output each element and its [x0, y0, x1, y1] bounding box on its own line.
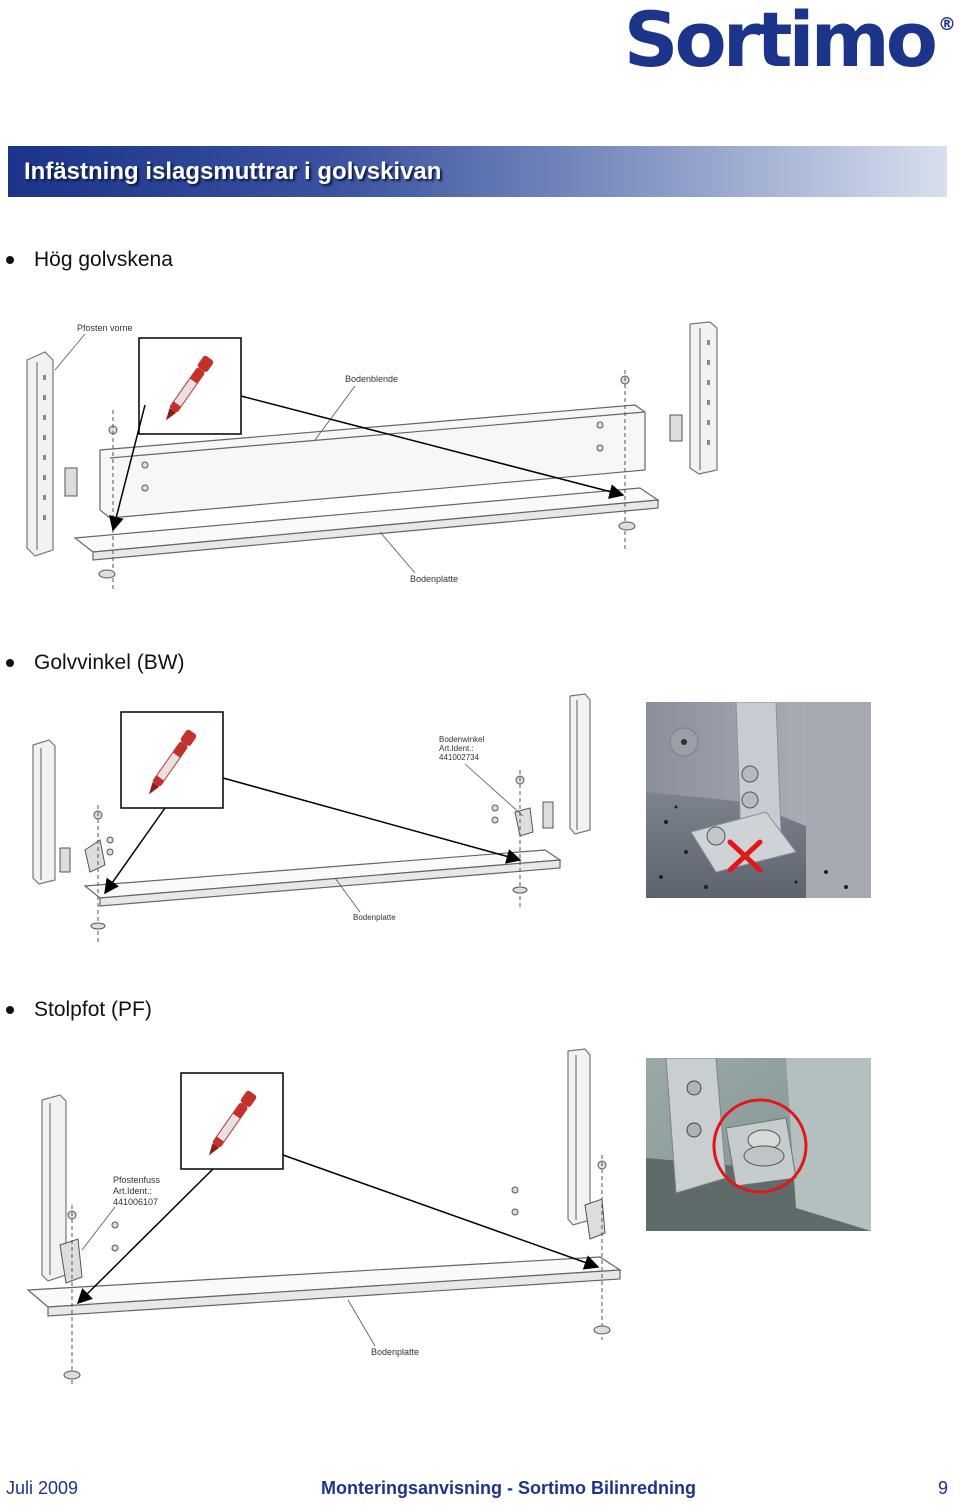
footer-date: Juli 2009 [6, 1478, 79, 1498]
floor-plate [83, 849, 562, 907]
label-art-number: 441002734 [439, 753, 480, 762]
label-art-ident: Art.Ident.: [439, 744, 474, 753]
bullet-dot [6, 659, 14, 667]
label-bodenplatte: Bodenplatte [353, 913, 396, 922]
label-pfosten-vorne: Pfosten vorne [77, 323, 133, 333]
marker-pen-icon [208, 1090, 257, 1156]
right-post [569, 693, 591, 835]
label-art-number: 441006107 [113, 1197, 158, 1207]
page-title: Infästning islagsmuttrar i golvskivan [24, 158, 442, 185]
marker-pen-icon [165, 355, 214, 421]
bullet-dot [6, 1006, 14, 1014]
cross-mark-icon [727, 839, 763, 873]
left-post [32, 739, 56, 885]
bullet-golvvinkel: Golvvinkel (BW) [6, 651, 185, 675]
bullet-hog-golvskena: Hög golvskena [6, 248, 173, 272]
label-bodenwinkel: Bodenwinkel [439, 735, 485, 744]
bullet-label: Stolpfot (PF) [34, 998, 152, 1021]
label-pfostenfuss: Pfostenfuss [113, 1175, 161, 1185]
highlight-circle-icon [712, 1098, 808, 1194]
footer-page-number: 9 [937, 1478, 948, 1498]
right-post [689, 321, 718, 475]
marker-pen-box [120, 711, 224, 809]
label-bodenblende: Bodenblende [345, 374, 398, 384]
bullet-dot [6, 256, 14, 264]
pointer-arrows [109, 395, 625, 532]
sortimo-logo: Sortimo® [624, 2, 956, 78]
label-art-ident: Art.Ident.: [113, 1186, 152, 1196]
left-post [26, 351, 54, 557]
title-bar: Infästning islagsmuttrar i golvskivan [8, 146, 947, 197]
pointer-arrows [76, 1154, 600, 1305]
pointer-arrows [104, 777, 522, 895]
diagram-post-foot: Pfostenfuss Art.Ident.: 441006107 Bodenp… [26, 1048, 622, 1385]
floor-plate [26, 1256, 622, 1317]
bullet-stolpfot: Stolpfot (PF) [6, 998, 152, 1022]
marker-pen-icon [148, 729, 197, 795]
footer-document-title: Monteringsanvisning - Sortimo Bilinredni… [321, 1478, 697, 1498]
photo-post-foot [646, 1058, 871, 1231]
bullet-label: Golvvinkel (BW) [34, 651, 185, 674]
logo-text: Sortimo [623, 0, 938, 84]
right-post [567, 1048, 591, 1226]
registered-mark: ® [938, 14, 956, 35]
marker-pen-box [138, 337, 242, 435]
floor-plate [73, 487, 660, 561]
diagram-floor-rail: Pfosten vorne Bodenblende Bodenplatte [26, 321, 718, 590]
marker-pen-box [180, 1072, 284, 1170]
label-bodenplatte: Bodenplatte [371, 1347, 419, 1357]
label-bodenplatte: Bodenplatte [410, 574, 458, 584]
bullet-label: Hög golvskena [34, 248, 173, 271]
diagram-floor-angle: Bodenwinkel Art.Ident.: 441002734 Bodenp… [32, 693, 591, 945]
photo-floor-angle [646, 702, 871, 898]
floor-rail [99, 404, 646, 519]
